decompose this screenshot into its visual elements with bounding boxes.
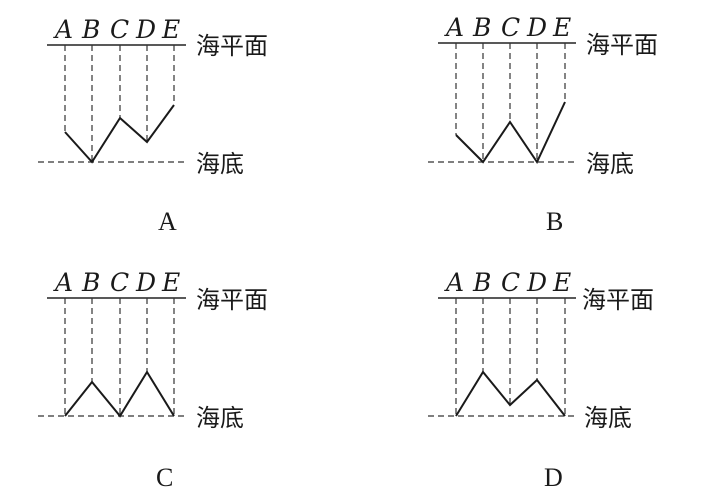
seabed-profile [455,101,566,165]
seabed-profile [64,104,175,164]
option-label-d: D [544,463,563,492]
point-label-e: E [161,268,180,297]
point-label-b: B [81,268,100,297]
point-label-a: A [53,268,73,297]
point-label-a: A [53,15,73,44]
sea-level-label: 海平面 [582,286,654,314]
point-label-c: C [110,268,129,297]
panel-c: A B C D E 海平面 海底 C [38,268,268,492]
point-label-a: A [444,268,464,297]
option-label-c: C [156,463,173,492]
point-label-b: B [472,13,491,42]
point-label-c: C [501,13,520,42]
panel-a: A B C D E 海平面 海底 A [38,15,268,236]
point-label-a: A [444,13,464,42]
panel-d: A B C D E 海平面 海底 D [428,268,654,492]
option-label-a: A [158,207,177,236]
seafloor-label: 海底 [196,404,244,432]
panel-b: A B C D E 海平面 海底 B [428,13,658,236]
point-label-d: D [135,268,156,297]
point-label-e: E [161,15,180,44]
point-label-b: B [81,15,100,44]
sea-level-label: 海平面 [196,32,268,60]
point-label-e: E [552,268,571,297]
seafloor-label: 海底 [196,150,244,178]
seabed-profile [64,370,175,418]
sea-level-label: 海平面 [196,286,268,314]
point-label-d: D [135,15,156,44]
point-label-e: E [552,13,571,42]
point-label-c: C [110,15,129,44]
point-label-d: D [526,13,547,42]
sea-level-label: 海平面 [586,31,658,59]
seabed-profile [455,370,566,417]
seafloor-label: 海底 [586,150,634,178]
point-label-c: C [501,268,520,297]
option-label-b: B [546,207,563,236]
seafloor-label: 海底 [584,404,632,432]
point-label-b: B [472,268,491,297]
point-label-d: D [526,268,547,297]
